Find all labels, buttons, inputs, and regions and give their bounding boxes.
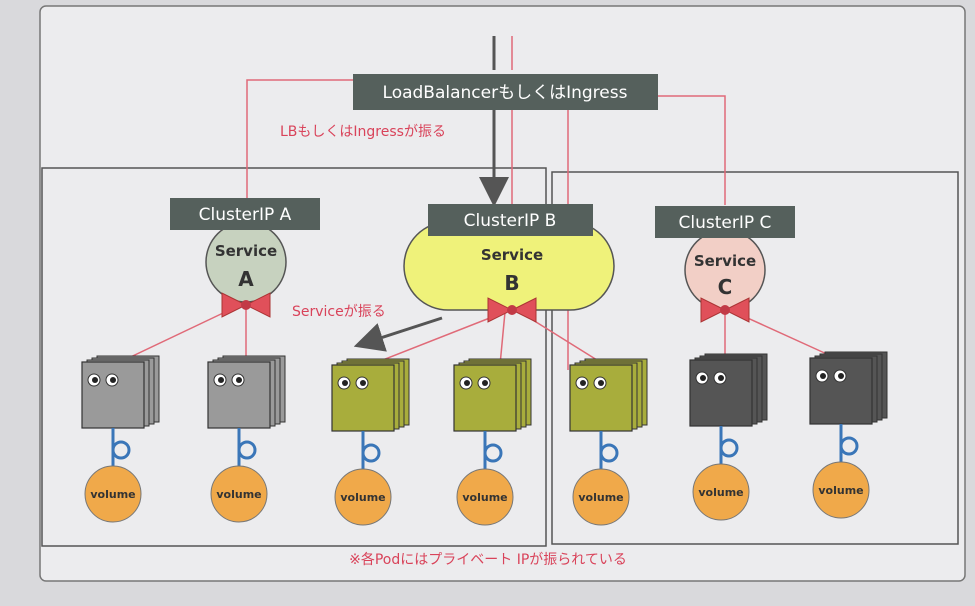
pod-body xyxy=(331,364,395,432)
clusterip-b-box xyxy=(428,204,593,236)
service-distribution-arrow xyxy=(353,316,443,352)
cluster-box-left xyxy=(41,167,547,547)
volume-label: volume xyxy=(818,484,863,497)
pod-body xyxy=(689,359,753,427)
service-b-label: Service xyxy=(481,246,543,264)
service-b-letter: B xyxy=(504,271,519,295)
cluster-box-right xyxy=(551,171,959,545)
volume-label: volume xyxy=(578,491,623,504)
service-a-label: Service xyxy=(215,242,277,260)
pods-group: volume volume volume volume volume volume volu… xyxy=(81,351,888,526)
pod xyxy=(331,358,410,469)
pod-body xyxy=(569,364,633,432)
lb-distributes-annotation: LBもしくはIngressが振る xyxy=(280,124,446,140)
volume xyxy=(210,465,268,523)
volume-label: volume xyxy=(90,488,135,501)
pod xyxy=(569,358,648,469)
bow-icon xyxy=(700,297,750,323)
bow-icon xyxy=(221,292,271,318)
volume xyxy=(692,463,750,521)
service-c-letter: C xyxy=(718,275,733,299)
pod xyxy=(207,355,286,466)
lb-to-clusterip-c-line xyxy=(650,95,726,205)
pod xyxy=(81,355,160,466)
volume-label: volume xyxy=(340,491,385,504)
volume xyxy=(812,461,870,519)
pod-body xyxy=(453,364,517,432)
service-c-label: Service xyxy=(694,252,756,270)
clusterip-c-box xyxy=(655,206,795,238)
pod xyxy=(809,351,888,462)
pod xyxy=(453,358,532,469)
pod xyxy=(689,353,768,464)
clusterip-a-label: ClusterIP A xyxy=(199,205,292,225)
volume xyxy=(334,468,392,526)
volume xyxy=(84,465,142,523)
pod-body xyxy=(207,361,271,429)
lb-to-clusterip-a-line xyxy=(246,79,353,198)
service-a-letter: A xyxy=(238,267,254,291)
pod-body xyxy=(81,361,145,429)
service-distributes-annotation: Serviceが振る xyxy=(292,304,386,320)
clusterip-a-box xyxy=(170,198,320,230)
load-balancer-label: LoadBalancerもしくはIngress xyxy=(383,83,628,103)
volume-label: volume xyxy=(698,486,743,499)
bow-icon xyxy=(487,297,537,323)
volume xyxy=(456,468,514,526)
footnote: ※各Podにはプライベート IPが振られている xyxy=(349,552,627,568)
clusterip-c-label: ClusterIP C xyxy=(679,213,772,233)
pod-body xyxy=(809,357,873,425)
load-balancer-box xyxy=(353,74,658,110)
volume-label: volume xyxy=(462,491,507,504)
volume xyxy=(572,468,630,526)
clusterip-b-label: ClusterIP B xyxy=(464,211,557,231)
volume-label: volume xyxy=(216,488,261,501)
